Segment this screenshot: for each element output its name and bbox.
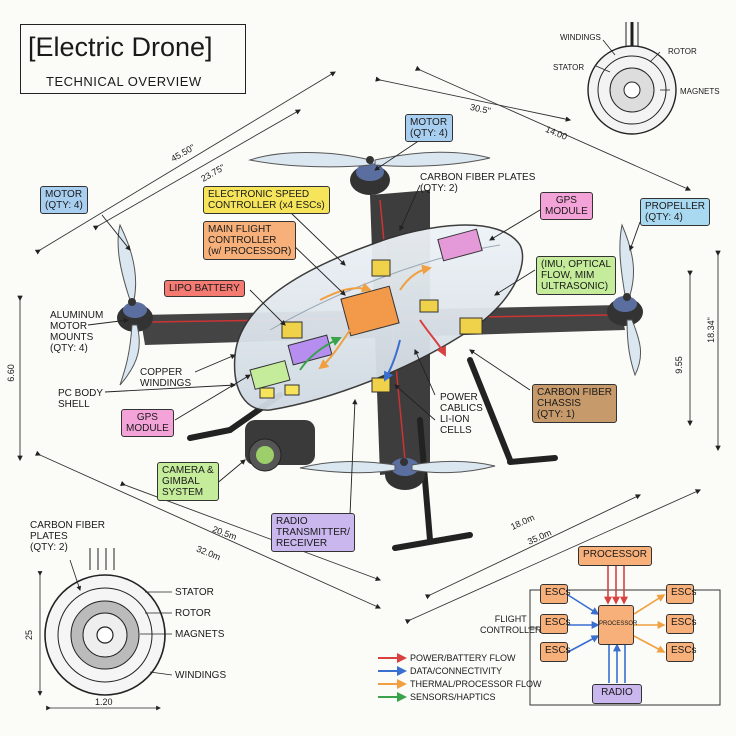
flow-processor-center: PROCESSOR (598, 605, 637, 645)
label-motor-left: MOTOR(QTY: 4) (40, 186, 88, 214)
motor-detail-bottom (37, 548, 173, 711)
label-propeller: PROPELLER(QTY: 4) (640, 198, 711, 226)
internal-components (249, 228, 483, 399)
title-frame (20, 24, 246, 94)
flow-esc-4: ESCs (666, 584, 697, 604)
legend-power: POWER/BATTERY FLOW (410, 653, 516, 663)
flow-esc-6: ESCs (666, 642, 697, 662)
internal-flows (299, 264, 446, 382)
label-carbon-plates-top: CARBON FIBER PLATES(QTY: 2) (420, 172, 536, 194)
detail-top-stator: STATOR (553, 63, 585, 72)
detail-bottom-width: 1.20 (95, 697, 113, 707)
propellers (117, 151, 642, 474)
detail-bottom-height: 25 (24, 629, 35, 641)
legend-data: DATA/CONNECTIVITY (410, 666, 503, 676)
flow-processor-top: PROCESSOR (578, 546, 652, 566)
legend-sensors: SENSORS/HAPTICS (410, 692, 496, 702)
prop-hubs (128, 156, 631, 466)
legend-arrows (378, 653, 407, 702)
dim-9-55: 9.55 (673, 356, 684, 374)
detail-top-windings: WINDINGS (560, 33, 601, 42)
leader-lines (87, 139, 641, 516)
detail-bottom-rotor: ROTOR (175, 608, 211, 619)
camera-gimbal (245, 420, 315, 472)
flow-esc-1: ESCs (540, 584, 571, 604)
label-motor-top: MOTOR(QTY: 4) (405, 114, 453, 142)
flow-esc-2: ESCs (540, 614, 571, 634)
detail-bottom-magnets: MAGNETS (175, 629, 225, 640)
dimension-lines (17, 65, 721, 625)
flow-esc-3: ESCs (540, 642, 571, 662)
page-subtitle: TECHNICAL OVERVIEW (46, 74, 202, 89)
label-lipo-battery: LIPO BATTERY (164, 280, 245, 297)
motor-detail-top (587, 22, 677, 135)
flow-radio: RADIO (592, 684, 642, 704)
detail-bottom-stator: STATOR (175, 587, 214, 598)
detail-top-magnets: MAGNETS (680, 87, 720, 96)
dim-6-60: 6.60 (5, 364, 16, 382)
flow-diagram-lines (528, 566, 721, 706)
detail-bottom-windings: WINDINGS (175, 670, 227, 681)
page-title: [Electric Drone] (28, 32, 213, 62)
legend-thermal: THERMAL/PROCESSOR FLOW (410, 679, 542, 689)
flow-esc-5: ESCs (666, 614, 697, 634)
dim-18-34: 18.34" (705, 317, 716, 343)
detail-top-rotor: ROTOR (668, 47, 697, 56)
